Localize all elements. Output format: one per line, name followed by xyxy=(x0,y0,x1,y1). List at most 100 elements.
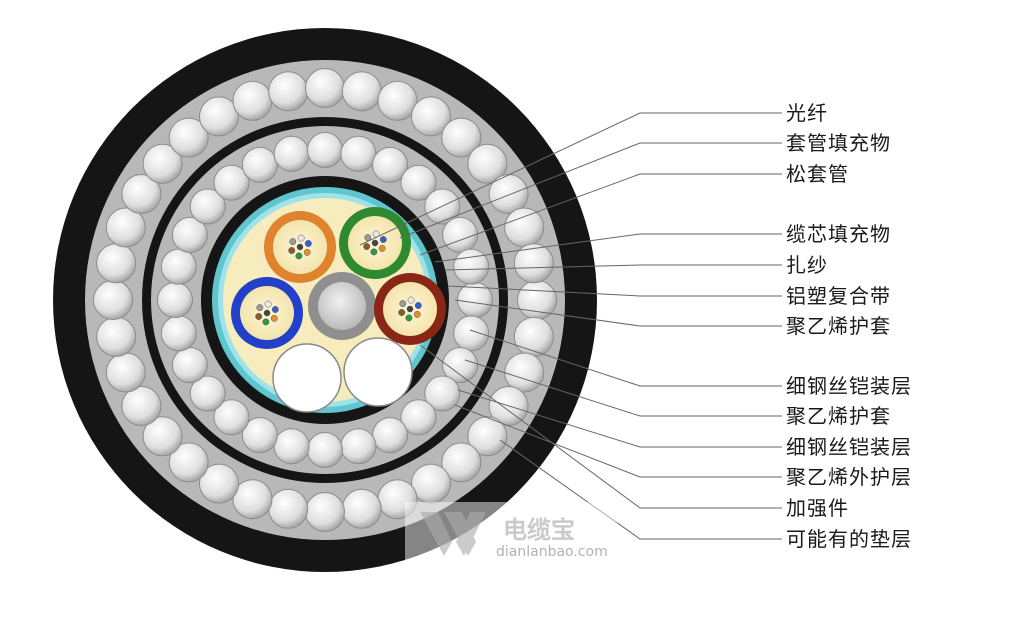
optical-fiber xyxy=(295,252,303,260)
armor-wire xyxy=(400,399,437,436)
leader-line xyxy=(499,439,782,540)
optical-fiber xyxy=(297,234,305,242)
armor-wire xyxy=(160,248,197,285)
armor-wire xyxy=(441,117,482,158)
armor-wire xyxy=(340,135,377,172)
filler-rod xyxy=(343,337,413,407)
armor-wire xyxy=(307,132,343,168)
armor-wire xyxy=(160,315,197,352)
optical-fiber xyxy=(289,238,297,246)
armor-wire xyxy=(213,164,250,201)
armor-wire xyxy=(96,243,137,284)
armor-wire xyxy=(232,80,273,121)
armor-wire xyxy=(411,96,451,137)
optical-fiber xyxy=(271,306,279,313)
watermark-brand: 电缆宝 xyxy=(503,516,575,544)
armor-wire xyxy=(273,428,310,465)
armor-wire xyxy=(453,315,490,352)
armor-wire xyxy=(105,352,146,393)
armor-wire xyxy=(171,216,208,253)
armor-wire xyxy=(341,71,382,112)
leader-line xyxy=(447,285,782,297)
armor-wire xyxy=(400,164,437,201)
optical-fiber xyxy=(363,243,371,250)
leader-line xyxy=(399,142,782,239)
leader-line xyxy=(434,233,782,263)
armor-wire xyxy=(411,463,451,504)
armor-wire xyxy=(341,488,382,529)
armor-wire xyxy=(93,280,133,320)
leader-line xyxy=(454,299,782,327)
armor-wire xyxy=(372,417,409,454)
armor-wire xyxy=(442,216,479,253)
armor-wire xyxy=(171,347,208,384)
filler-rod xyxy=(272,343,342,413)
armor-wire xyxy=(268,71,309,112)
armor-wire xyxy=(504,207,545,248)
armor-wire xyxy=(168,117,209,158)
armor-wire xyxy=(213,399,250,436)
armor-wire xyxy=(241,417,278,454)
leader-lines xyxy=(359,112,782,540)
leader-line xyxy=(359,112,782,246)
optical-fiber xyxy=(256,304,264,312)
optical-fiber xyxy=(255,313,263,320)
armor-wire xyxy=(142,416,183,457)
inner-armor-wires xyxy=(157,132,493,468)
optical-fiber xyxy=(399,300,407,308)
leader-line xyxy=(419,173,782,256)
leader-line xyxy=(454,404,782,478)
watermark: 电缆宝 dianlanbao.com xyxy=(405,502,617,566)
armor-wire xyxy=(121,386,162,426)
armor-wire xyxy=(199,96,239,137)
leader-line xyxy=(469,329,782,387)
armor-wire xyxy=(513,316,554,357)
armor-wire xyxy=(377,80,418,121)
leader-line xyxy=(464,359,782,417)
armor-wire xyxy=(142,143,183,184)
leader-line xyxy=(444,264,782,271)
optical-fiber xyxy=(413,310,421,318)
armor-wire xyxy=(199,463,239,504)
optical-fiber xyxy=(371,239,379,247)
armor-wire xyxy=(105,207,146,248)
armor-wire xyxy=(157,282,193,318)
armor-wire xyxy=(189,375,226,412)
leader-line xyxy=(457,389,782,448)
armor-wire xyxy=(513,243,554,284)
armor-wire xyxy=(168,442,209,483)
armor-wire xyxy=(189,188,226,225)
watermark-logo-icon xyxy=(420,512,486,556)
optical-fiber xyxy=(379,236,387,243)
armor-wire xyxy=(467,416,508,457)
optical-fiber xyxy=(378,244,386,252)
armor-wire xyxy=(232,479,273,520)
armor-wire xyxy=(96,316,137,357)
armor-wire xyxy=(467,143,508,184)
armor-wire xyxy=(453,248,490,285)
armor-wire xyxy=(305,68,345,108)
optical-fiber xyxy=(264,300,272,308)
optical-fiber xyxy=(262,318,270,326)
armor-wire xyxy=(273,135,310,172)
optical-fiber xyxy=(296,243,304,251)
armor-wire xyxy=(121,174,162,214)
armor-wire xyxy=(442,347,479,384)
optical-fiber xyxy=(407,296,415,304)
optical-fiber xyxy=(398,309,406,316)
optical-fiber xyxy=(304,240,312,247)
armor-wire xyxy=(268,488,309,529)
armor-wire xyxy=(372,146,409,183)
armor-wire xyxy=(340,428,377,465)
optical-fiber xyxy=(405,314,413,322)
optical-fiber xyxy=(406,305,414,313)
armor-wire xyxy=(305,492,345,532)
armor-wire xyxy=(424,375,461,412)
armor-wire xyxy=(441,442,482,483)
optical-fiber xyxy=(288,247,296,254)
optical-fiber xyxy=(270,314,278,322)
armor-wire xyxy=(241,146,278,183)
loose-tubes xyxy=(231,207,446,349)
